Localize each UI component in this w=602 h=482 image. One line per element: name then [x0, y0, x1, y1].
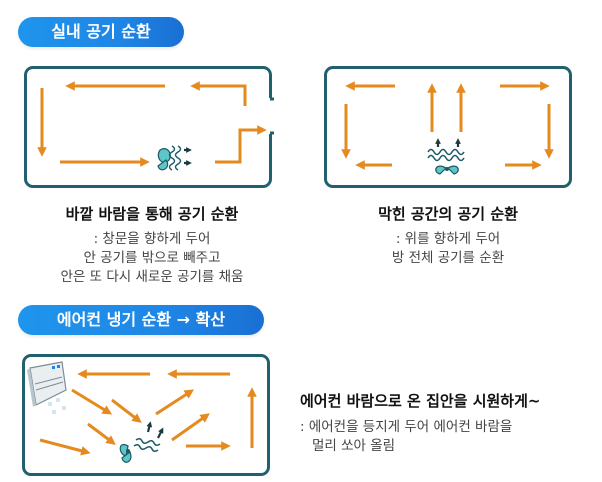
section-title-indoor-circulation: 실내 공기 순환 [18, 17, 184, 47]
caption-outside-air: 바깥 바람을 통해 공기 순환 : 창문을 향하게 두어 안 공기를 밖으로 빼… [22, 203, 282, 287]
caption-line: : 에어컨을 등지게 두어 에어컨 바람을 [300, 419, 513, 435]
caption-heading: 바깥 바람을 통해 공기 순환 [65, 205, 239, 223]
caption-heading: 막힌 공간의 공기 순환 [378, 205, 518, 223]
arrow-b3-diag-2 [111, 398, 142, 423]
fan-icon [157, 145, 192, 171]
window-gap [267, 98, 277, 134]
arrow-b3-diag-up-2 [171, 413, 210, 442]
fan-up-icon [427, 138, 465, 175]
arrow-b1-exit [215, 125, 267, 164]
caption-line: 안은 또 다시 새로운 공기를 채움 [60, 269, 244, 285]
fan-tilted-icon [119, 421, 164, 463]
arrow-b3-diag-3 [87, 422, 116, 445]
arrow-b1-corner [190, 81, 247, 106]
caption-line: : 위를 향하게 두어 [395, 231, 501, 247]
caption-line: 안 공기를 밖으로 빼주고 [83, 250, 221, 266]
caption-aircon: 에어컨 바람으로 온 집안을 시원하게~ : 에어컨을 등지게 두어 에어컨 바… [300, 390, 540, 456]
caption-closed-room: 막힌 공간의 공기 순환 : 위를 향하게 두어 방 전체 공기를 순환 [318, 203, 578, 268]
section-title-aircon-circulation: 에어컨 냉기 순환 → 확산 [18, 305, 264, 335]
arrow-b3-diag-up [155, 389, 195, 416]
caption-heading: 에어컨 바람으로 온 집안을 시원하게~ [300, 392, 541, 410]
air-conditioner-icon [27, 361, 67, 407]
caption-line: 멀리 쏘아 올림 [312, 438, 396, 454]
cold-air-particles [48, 398, 66, 414]
arrow-b3-diag-1 [71, 388, 113, 415]
arrow-b3-bottom-left [39, 438, 91, 456]
caption-line: 방 전체 공기를 순환 [391, 250, 505, 266]
caption-line: : 창문을 향하게 두어 [93, 231, 211, 247]
